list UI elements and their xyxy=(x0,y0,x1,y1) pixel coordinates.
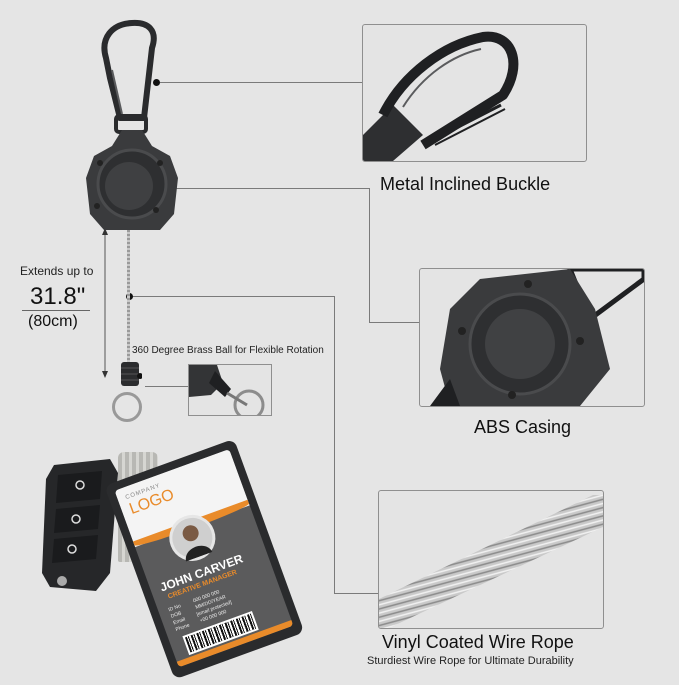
extension-dimension-arrow xyxy=(100,228,110,378)
extends-length-cm: (80cm) xyxy=(28,313,78,330)
buckle-caption: Metal Inclined Buckle xyxy=(380,174,551,194)
car-key-fob xyxy=(40,455,120,595)
casing-detail-panel xyxy=(419,268,645,407)
brass-connector-line xyxy=(145,386,190,387)
wire-connector-v xyxy=(334,296,335,593)
retractable-wire xyxy=(127,230,130,365)
casing-connector-h1 xyxy=(163,188,369,189)
wire-rope-caption: Vinyl Coated Wire Rope xyxy=(382,632,574,652)
buckle-connector-line xyxy=(160,82,363,83)
swivel-connector xyxy=(118,362,142,392)
casing-caption: ABS Casing xyxy=(474,417,572,437)
casing-connector-h2 xyxy=(369,322,419,323)
wire-rope-detail-panel xyxy=(378,490,604,629)
extends-length-inches: 31.8" xyxy=(30,283,86,310)
id-card-holder: COMPANY LOGO JOHN CARVER CREATIVE MANAGE… xyxy=(99,437,312,685)
wire-connector-h2 xyxy=(334,593,379,594)
id-card: COMPANY LOGO JOHN CARVER CREATIVE MANAGE… xyxy=(114,448,294,668)
buckle-detail-panel xyxy=(362,24,587,162)
wire-rope-subcaption: Sturdiest Wire Rope for Ultimate Durabil… xyxy=(367,655,574,667)
wire-connector-h1 xyxy=(130,296,334,297)
extends-divider xyxy=(22,310,90,311)
split-ring xyxy=(112,392,142,422)
buckle-connector-dot xyxy=(153,79,160,86)
casing-connector-v xyxy=(369,188,370,323)
brass-ball-caption: 360 Degree Brass Ball for Flexible Rotat… xyxy=(132,345,324,356)
extends-label: Extends up to xyxy=(20,264,94,278)
id-photo xyxy=(162,508,222,568)
product-main xyxy=(82,18,182,233)
brass-ball-inset xyxy=(188,364,272,416)
